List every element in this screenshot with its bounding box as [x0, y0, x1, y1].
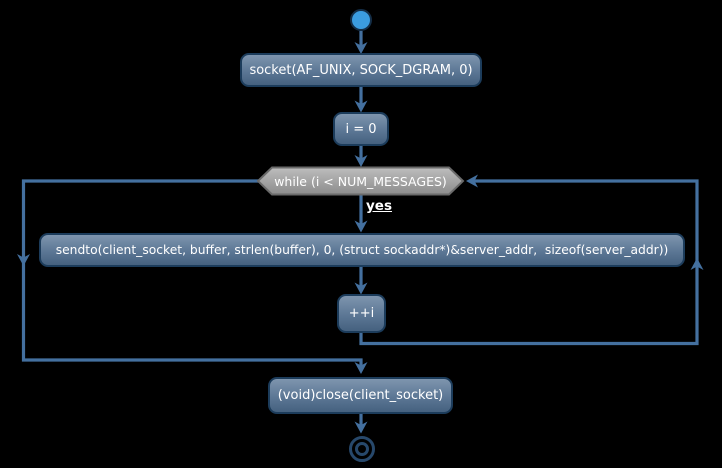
activity-socket-call: socket(AF_UNIX, SOCK_DGRAM, 0) [240, 53, 482, 87]
activity-close-call-label: (void)close(client_socket) [277, 388, 444, 403]
edge-while-exit-to-close [21, 179, 363, 366]
activity-sendto-call-label: sendto(client_socket, buffer, strlen(buf… [55, 243, 669, 257]
while-condition-label: while (i < NUM_MESSAGES) [274, 173, 447, 189]
edge-increment-back-to-while [359, 179, 699, 346]
activity-sendto-call: sendto(client_socket, buffer, strlen(buf… [39, 233, 685, 267]
while-condition: while (i < NUM_MESSAGES) [258, 167, 463, 195]
end-node [349, 436, 375, 462]
activity-init-counter-label: i = 0 [345, 121, 377, 137]
start-node [350, 9, 372, 31]
activity-close-call: (void)close(client_socket) [268, 377, 453, 414]
activity-init-counter: i = 0 [333, 112, 389, 146]
loop-true-label: yes [366, 198, 392, 214]
activity-increment: ++i [337, 294, 386, 333]
end-node-inner-ring [355, 442, 369, 456]
activity-socket-call-label: socket(AF_UNIX, SOCK_DGRAM, 0) [249, 62, 473, 78]
while-condition-shape [256, 166, 465, 196]
activity-increment-label: ++i [348, 306, 375, 321]
